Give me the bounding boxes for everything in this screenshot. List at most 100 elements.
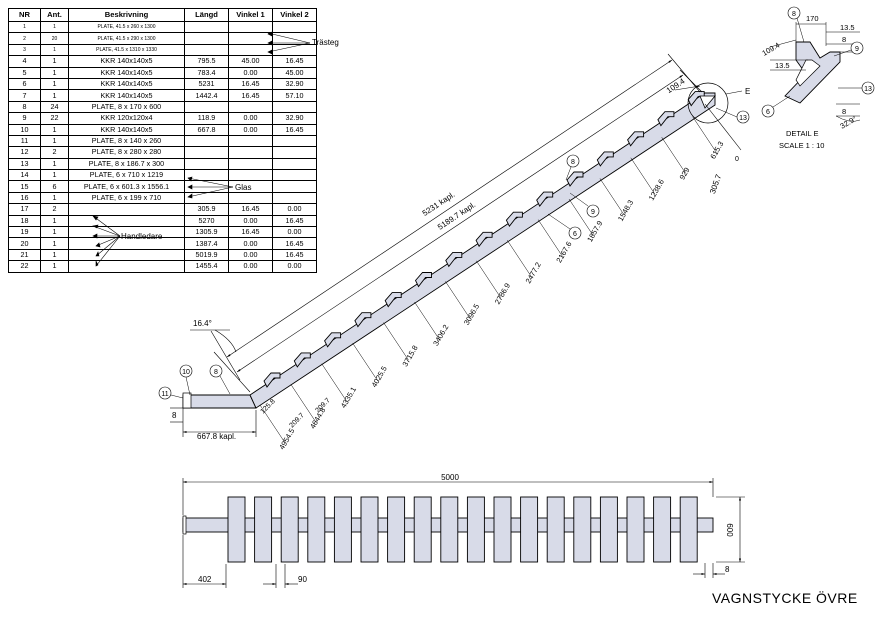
station-label: 4954.5: [277, 427, 296, 451]
tread-plate: [466, 496, 485, 563]
station-line: [476, 260, 502, 298]
label-trasteg: Trästeg: [312, 38, 339, 47]
top-view: 5000 600 402 90 8: [182, 473, 745, 588]
station-line: [599, 178, 625, 215]
cell-len: 1455.4: [184, 260, 229, 273]
station-line: [692, 116, 717, 153]
station-label: 929: [678, 166, 692, 181]
angle-label: 16.4°: [193, 319, 212, 328]
station-label: 1857.9: [585, 219, 604, 243]
dim-5000: 5000: [441, 473, 459, 482]
station-line: [537, 219, 563, 257]
detail-balloon-8: 8: [792, 11, 796, 18]
dim-zero: 0: [735, 156, 739, 163]
bom-leaders: [92, 31, 311, 267]
tread-plate: [360, 496, 379, 563]
tread-plate: [307, 496, 326, 563]
dim-109-4: 109.4: [665, 76, 687, 95]
balloon-11: 11: [161, 391, 168, 398]
station-line: [321, 363, 348, 402]
detail-marker: E: [745, 87, 750, 96]
detail-dim-13-5b: 13.5: [775, 61, 790, 70]
tread-plate: [440, 496, 459, 563]
detail-dim-8a: 8: [842, 35, 846, 44]
station-line: [568, 198, 594, 236]
side-view: E 5231 kapl. 5189.7 kapl. 109.4 305.7 0 …: [158, 53, 750, 451]
step-brackets: [263, 91, 705, 388]
station-label: 4025.5: [370, 365, 389, 389]
cell-nr: 3: [8, 43, 41, 57]
station-label: 1238.6: [647, 178, 666, 202]
tread-plate: [573, 496, 592, 563]
tread-plate: [599, 496, 618, 563]
detail-balloon-9: 9: [855, 46, 859, 53]
tread-plate: [626, 496, 645, 563]
top-end-plate: [699, 95, 716, 109]
detail-e: 170 13.5 8 109.4 13.5 8 32.9° 8 9 6 13 D…: [761, 6, 875, 150]
dim-305-7: 305.7: [708, 173, 723, 195]
end-plate: [182, 392, 192, 409]
detail-dim-angle: 32.9°: [839, 114, 859, 131]
tread-plate: [254, 496, 273, 563]
station-line: [506, 240, 532, 278]
drawing-title: VAGNSTYCKE ÖVRE: [712, 590, 858, 606]
tread-plate: [679, 496, 698, 563]
station-label: 615.3: [708, 140, 725, 161]
tread-plate: [546, 496, 565, 563]
detail-balloon-6: 6: [766, 109, 770, 116]
tread-plate: [413, 496, 432, 563]
station-label: 1548.3: [616, 198, 635, 222]
station-line: [630, 157, 655, 195]
dim-402: 402: [198, 575, 212, 584]
detail-dim-8b: 8: [842, 107, 846, 116]
station-line: [352, 343, 378, 382]
tread-plate: [387, 496, 406, 563]
station-label: 2477.2: [524, 261, 543, 285]
step-bracket: [263, 372, 281, 388]
tread-plate: [333, 496, 352, 563]
dim-small-2: 209.7: [288, 412, 305, 429]
tread-plate: [493, 496, 512, 563]
station-line: [414, 301, 440, 340]
tread-plates: [227, 496, 698, 563]
label-glas: Glas: [235, 183, 251, 192]
dim-8: 8: [172, 411, 177, 420]
detail-scale: SCALE 1 : 10: [779, 141, 824, 150]
tread-plate: [280, 496, 299, 563]
station-line: [445, 281, 471, 319]
detail-dim-109-4: 109.4: [761, 41, 782, 58]
balloon-8b: 8: [571, 159, 575, 166]
detail-circle: [687, 82, 729, 124]
bottom-beam: [182, 394, 257, 409]
balloon-8a: 8: [214, 369, 218, 376]
tread-plate: [227, 496, 246, 563]
stringer-beam: [249, 92, 716, 409]
dim-90: 90: [298, 575, 307, 584]
detail-dim-170: 170: [806, 14, 819, 23]
dim-8-top: 8: [725, 565, 730, 574]
detail-caption: DETAIL E: [786, 129, 819, 138]
dim-667-8: 667.8 kapl.: [197, 432, 236, 441]
label-handledare: Handledare: [121, 232, 163, 241]
station-label: 2167.6: [554, 240, 573, 264]
station-line: [290, 384, 317, 423]
station-label: 4335.1: [339, 385, 358, 409]
station-label: 3715.8: [400, 344, 419, 368]
cell-v2: [272, 43, 317, 57]
balloon-9: 9: [591, 209, 595, 216]
detail-balloon-13: 13: [864, 86, 872, 93]
station-label: 2786.9: [493, 281, 512, 305]
detail-dim-13-5a: 13.5: [840, 23, 855, 32]
tread-plate: [653, 496, 672, 563]
balloon-13: 13: [739, 115, 747, 122]
station-line: [661, 137, 686, 174]
dim-600: 600: [725, 523, 734, 537]
station-line: [259, 404, 286, 444]
tread-plate: [520, 496, 539, 563]
station-line: [383, 322, 409, 361]
station-label: 3406.2: [431, 323, 450, 347]
